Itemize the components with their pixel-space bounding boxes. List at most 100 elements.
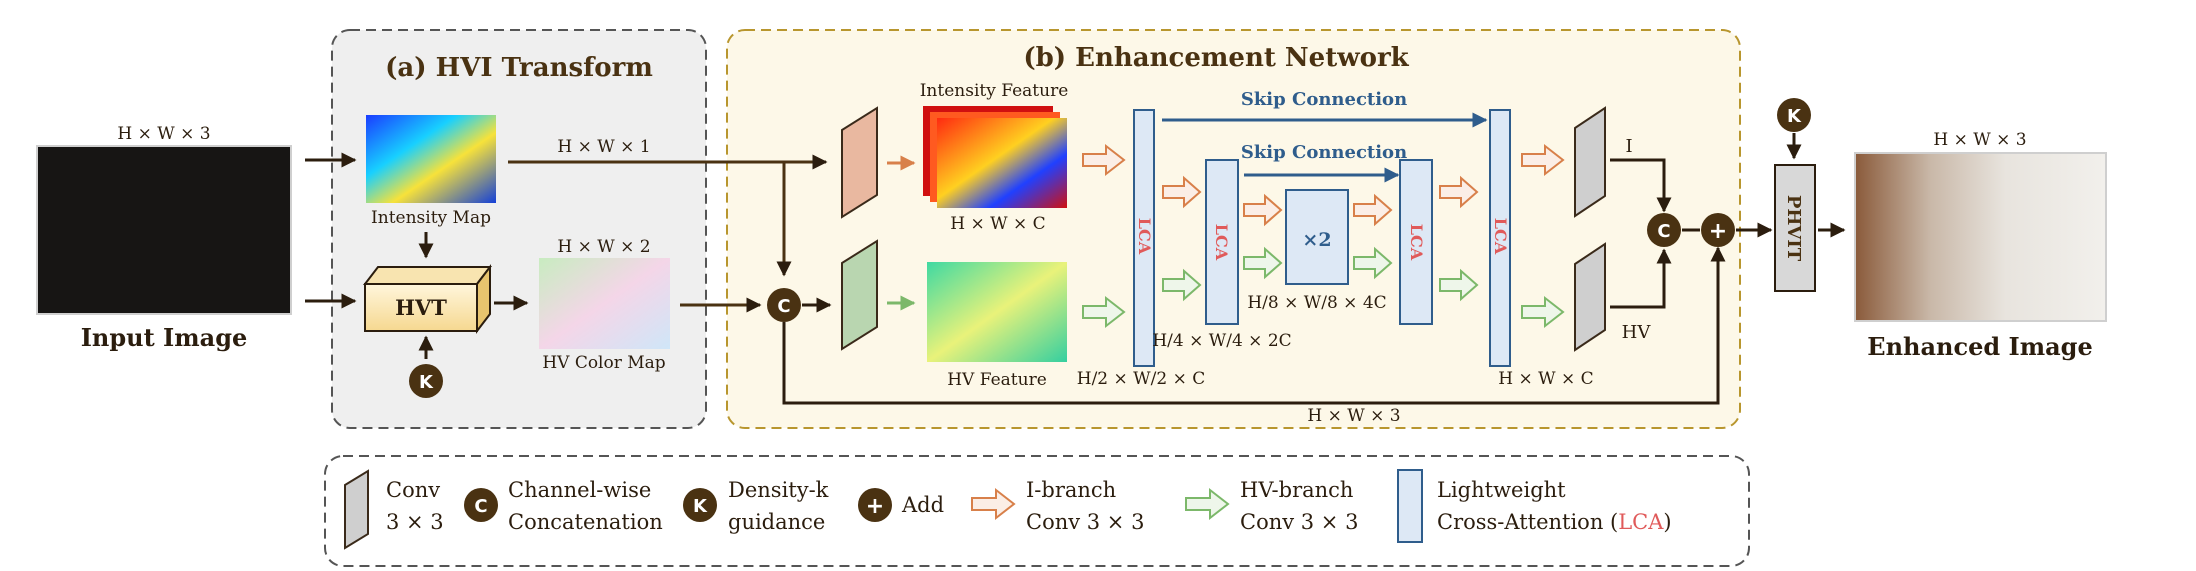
legend-k-symbol: K: [693, 496, 708, 517]
legend-i-branch-icon: [971, 487, 1016, 521]
concat-node-output: [1647, 213, 1681, 247]
k-symbol-phvit: K: [1787, 106, 1802, 127]
legend-ibranch-line1: I-branch: [1026, 478, 1116, 502]
i-output-conv: [1574, 106, 1606, 218]
intensity-feature-title: Intensity Feature: [920, 81, 1069, 101]
hv-branch-hollow-arrow-6: [1521, 295, 1565, 329]
add-node: [1701, 213, 1735, 247]
x2-label: ×2: [1302, 229, 1331, 251]
legend-concat-line1: Channel-wise: [508, 478, 651, 502]
legend-conv-line1: Conv: [386, 478, 440, 502]
dims-full: H × W × C: [1498, 369, 1593, 389]
c-symbol-output: C: [1657, 221, 1670, 242]
hvt-label: HVT: [395, 295, 447, 320]
intensity-map-image: [366, 115, 496, 203]
legend-concat-icon: [464, 488, 498, 522]
phvit-block: [1774, 164, 1816, 292]
legend-ibranch-line2: Conv 3 × 3: [1026, 510, 1144, 534]
lca-label-2: LCA: [1212, 224, 1231, 261]
legend-conv-icon: [344, 469, 369, 550]
k-guidance-node-hvt: [409, 364, 443, 398]
legend-box: [324, 455, 1750, 567]
i-branch-hollow-arrow-2: [1162, 175, 1202, 209]
hv-feature-title: HV Feature: [947, 370, 1047, 390]
c-symbol-input: C: [777, 296, 790, 317]
output-caption: Enhanced Image: [1867, 332, 2092, 361]
lca-block-2: [1205, 159, 1239, 325]
hv-branch-hollow-arrow-1: [1082, 295, 1126, 329]
lca-label-1: LCA: [1135, 218, 1154, 255]
hvt-box-top: [362, 266, 493, 285]
i-to-concat: [1610, 158, 1672, 213]
residual-path: [782, 246, 1726, 405]
lca-label-3: LCA: [1407, 224, 1426, 261]
dims-eighth: H/8 × W/8 × 4C: [1247, 293, 1386, 313]
hv-color-map-image: [539, 258, 670, 349]
legend-lca-text: Cross-Attention (: [1437, 510, 1618, 534]
plus-symbol-output: +: [1709, 219, 1727, 244]
intensity-feature-layer-1: [937, 118, 1067, 208]
i-branch-hollow-arrow-1: [1082, 143, 1126, 177]
i-branch-hollow-arrow-5: [1439, 175, 1479, 209]
x2-block: [1285, 189, 1349, 285]
legend-hv-branch-icon: [1185, 487, 1230, 521]
lca-block-4: [1489, 109, 1511, 367]
intensity-feature-dims: H × W × C: [950, 214, 1045, 234]
enh-panel-title: (b) Enhancement Network: [1023, 43, 1409, 73]
hv-branch-hollow-arrow-4: [1353, 246, 1393, 280]
legend-conv-line2: 3 × 3: [386, 510, 444, 534]
dims-quarter: H/4 × W/4 × 2C: [1152, 331, 1291, 351]
hv-feature-image: [927, 262, 1067, 362]
legend-lca-line2: Cross-Attention (LCA): [1437, 510, 1672, 534]
i-branch-hollow-arrow-3: [1243, 193, 1283, 227]
hv-map-dims: H × W × 2: [557, 237, 650, 257]
lca-block-1: [1133, 109, 1155, 367]
hv-branch-hollow-arrow-3: [1243, 246, 1283, 280]
hv-branch-hollow-arrow-2: [1162, 268, 1202, 302]
output-dims: H × W × 3: [1933, 130, 2026, 150]
input-caption: Input Image: [81, 323, 248, 352]
k-guidance-node-phvit: [1777, 98, 1811, 132]
legend-lca-icon: [1397, 469, 1423, 543]
hvt-box: [364, 283, 478, 332]
legend-hvbranch-line1: HV-branch: [1240, 478, 1353, 502]
input-image: [36, 145, 292, 315]
legend-lca-abbr: LCA: [1618, 510, 1664, 534]
enhanced-image: [1854, 152, 2107, 322]
hv-output-conv: [1574, 242, 1606, 352]
skip-inner-label: Skip Connection: [1241, 142, 1407, 163]
hvi-panel-title: (a) HVI Transform: [385, 53, 653, 83]
concat-node-input: [767, 288, 801, 322]
phvit-label: PHVIT: [1783, 195, 1804, 262]
lca-label-4: LCA: [1491, 218, 1510, 255]
legend-c-symbol: C: [474, 496, 487, 517]
legend-add-label: Add: [901, 493, 944, 517]
legend-density-line1: Density-k: [728, 478, 829, 502]
hv-branch-hollow-arrow-5: [1439, 268, 1479, 302]
hv-conv-block: [841, 239, 878, 351]
legend-hvbranch-line2: Conv 3 × 3: [1240, 510, 1358, 534]
residual-dims: H × W × 3: [1307, 406, 1400, 426]
skip-outer-label: Skip Connection: [1241, 89, 1407, 110]
legend-lca-close: ): [1663, 510, 1671, 534]
legend-density-line2: guidance: [728, 510, 825, 534]
i-conv-block: [841, 106, 878, 219]
legend-lca-line1: Lightweight: [1437, 478, 1566, 502]
legend-concat-line2: Concatenation: [508, 510, 663, 534]
hv-output-label: HV: [1622, 322, 1652, 343]
legend-plus-symbol: +: [866, 494, 884, 519]
hv-to-concat: [1610, 248, 1672, 309]
legend-add-icon: [858, 488, 892, 522]
input-dims: H × W × 3: [117, 124, 210, 144]
i-branch-hollow-arrow-6: [1521, 143, 1565, 177]
lca-block-3: [1399, 159, 1433, 325]
dims-half: H/2 × W/2 × C: [1077, 369, 1206, 389]
legend-density-icon: [683, 488, 717, 522]
hv-color-map-label: HV Color Map: [542, 353, 665, 373]
i-output-label: I: [1625, 136, 1632, 157]
intensity-dims: H × W × 1: [557, 137, 650, 157]
k-symbol-hvt: K: [419, 372, 434, 393]
i-branch-hollow-arrow-4: [1353, 193, 1393, 227]
intensity-map-label: Intensity Map: [371, 208, 491, 228]
